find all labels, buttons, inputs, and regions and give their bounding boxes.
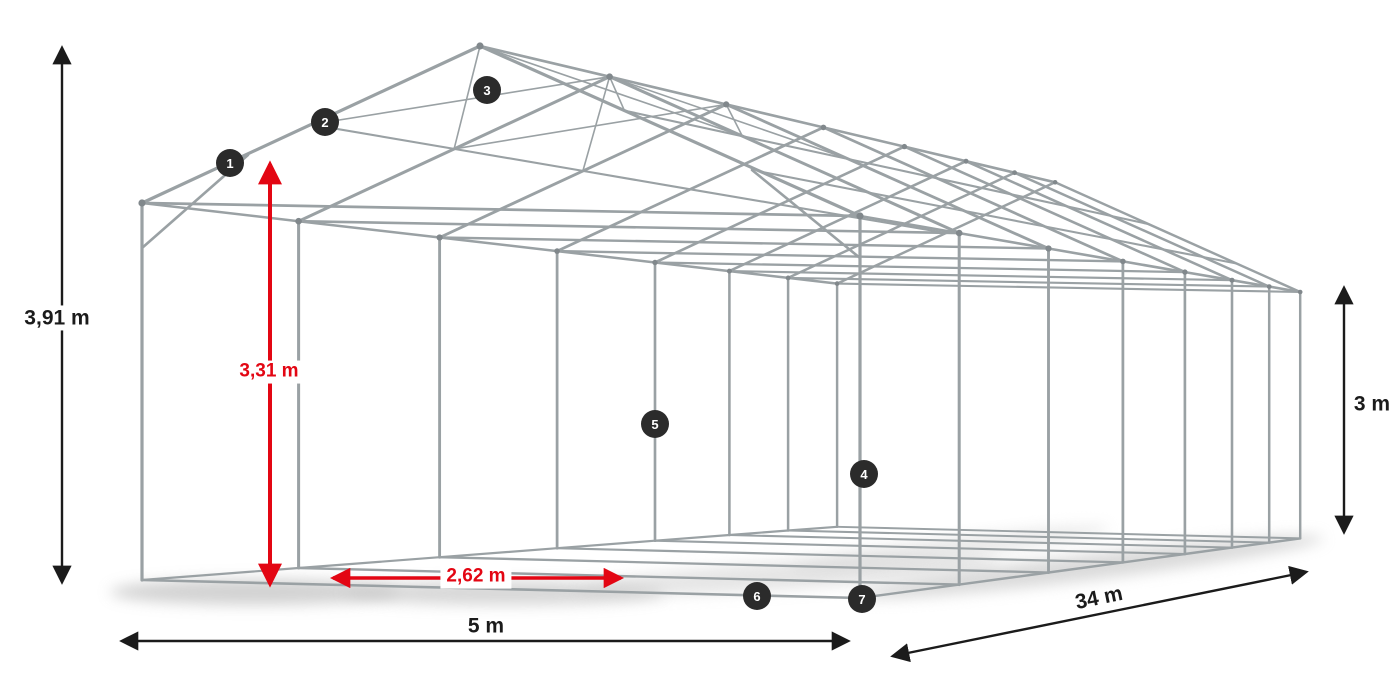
joint-connector-icon [785,275,791,281]
frame-member [964,159,1234,282]
marker-badge-5: 5 [641,410,669,438]
marker-badge-2: 2 [311,108,339,136]
joint-connector-icon [295,217,302,225]
frame-member [836,282,1302,294]
marker-badge-1: 1 [216,149,244,177]
frame-member [728,270,1234,282]
joint-connector-icon [901,143,908,150]
dimension-label-bay-spacing: 2,62 m [440,565,512,589]
frame-member [555,249,1125,263]
joint-connector-icon [436,234,443,241]
joint-connector-icon [1229,277,1235,283]
frame-member [310,75,611,126]
marker-badge-7: 7 [848,585,876,613]
frame-member [555,547,1125,564]
joint-connector-icon [963,158,969,164]
dimension-label-ridge-clearance: 3,31 m [233,360,305,384]
frame-member [453,45,481,150]
frame-member [582,75,611,172]
frame-member [836,525,1302,540]
frame-member [453,103,728,150]
frame-member [608,75,961,235]
joint-connector-icon [606,73,613,80]
joint-connector-icon [476,42,484,50]
frame-members [138,42,1303,600]
marker-badge-4: 4 [850,460,878,488]
joint-connector-icon [1266,284,1272,289]
joint-connector-icon [652,259,658,266]
joint-connector-icon [723,101,730,108]
dimension-label-side-height: 3 m [1353,392,1391,416]
frame-member [787,529,1271,544]
marker-badge-3: 3 [473,76,501,104]
joint-connector-icon [955,229,963,237]
frame-member [297,219,961,235]
joint-connector-icon [138,199,146,207]
frame-member [858,214,1302,294]
frame-member [623,109,1150,226]
marker-badge-6: 6 [743,582,771,610]
frame-member [608,75,626,112]
joint-connector-icon [1052,180,1058,185]
frame-member [309,123,948,235]
joint-connector-icon [856,212,864,220]
shadow-blob [580,554,1000,596]
joint-connector-icon [726,268,732,274]
frame-member [903,145,1187,274]
joint-connector-icon [820,124,827,131]
joint-connector-icon [1045,245,1052,252]
frame-member [1053,181,1302,294]
frame-member [438,236,1050,250]
frame-member [140,201,839,285]
frame-member [478,44,1057,184]
dimension-label-total-height: 3,91 m [18,305,96,331]
joint-connector-icon [834,281,840,286]
frame-member [608,75,850,160]
frame-member [140,525,839,582]
frame-member [728,533,1234,549]
joint-connector-icon [1012,170,1017,176]
joint-connector-icon [554,248,560,254]
frame-member [750,168,862,260]
frame-member [787,276,1271,288]
frame-member [479,45,744,137]
dimension-label-width: 5 m [467,614,505,638]
frame-member [822,126,1125,263]
frame-member [1013,171,1271,288]
frame-member [653,539,1186,556]
joint-connector-icon [1297,289,1303,295]
frame-member [760,170,1238,265]
frame-member [140,201,862,218]
length-arrow [890,565,1309,663]
frame-member [478,44,862,218]
frame-member [724,102,1050,250]
frame-member [653,261,1187,274]
frame-member [725,103,744,137]
joint-connector-icon [1120,258,1126,265]
joint-connector-icon [1182,269,1188,275]
